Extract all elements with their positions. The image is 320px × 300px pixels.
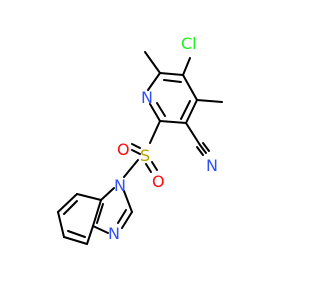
- bond-triple-c: [196, 146, 204, 156]
- bond-s-o-right-b: [145, 163, 152, 173]
- bond-n-c6: [147, 72, 161, 91]
- bond-c7-c6-inner: [63, 200, 78, 215]
- bond-c6-c5: [159, 72, 184, 76]
- atom-n-pyridine: N: [141, 88, 153, 107]
- bond-methyl-4: [196, 99, 223, 103]
- atom-s: S: [140, 146, 150, 165]
- bond-triple-b: [202, 142, 210, 152]
- bond-s-o-right-a: [151, 161, 158, 171]
- bond-c4-c3-inner: [180, 100, 191, 120]
- bond-c6-c5: [57, 211, 65, 238]
- bond-methyl-6: [144, 51, 161, 74]
- atom-o-left: O: [117, 140, 130, 159]
- bonds: [57, 51, 223, 245]
- bond-c5-c4-inner: [67, 230, 86, 238]
- bond-c2-n3-inner: [117, 209, 127, 224]
- bond-c5-cl: [182, 57, 191, 76]
- bond-s-n1: [123, 159, 139, 178]
- bond-s-o-left-a: [131, 143, 141, 149]
- bond-c3a-c7a: [92, 199, 102, 227]
- atom-n-nitrile: N: [206, 156, 218, 175]
- atom-o-right: O: [152, 172, 165, 191]
- bond-c5-c4: [182, 74, 198, 101]
- bond-c6-c5-inner: [163, 79, 182, 83]
- bond-triple-a: [199, 144, 207, 154]
- bond-n1-c2: [123, 190, 133, 213]
- atom-n-imidazole-3: N: [108, 224, 120, 243]
- bond-c3-cn: [185, 122, 201, 146]
- bond-c3-c2: [159, 120, 187, 124]
- structure-canvas: N Cl N S O O N N: [57, 34, 223, 245]
- bond-c7a-n1: [100, 187, 115, 201]
- atom-n-imidazole-1: N: [114, 176, 126, 195]
- bond-c7-c6: [57, 193, 78, 213]
- molecule-structure: N Cl N S O O N N: [57, 34, 223, 245]
- bond-c7a-c7: [76, 193, 102, 201]
- bond-c4-c3: [185, 99, 198, 124]
- bond-c2-n-inner: [156, 102, 166, 117]
- bond-c2-s: [149, 120, 161, 144]
- bond-c5-c4: [63, 236, 88, 245]
- bond-c4-c3a: [86, 225, 94, 245]
- bond-n3-c3a: [92, 225, 109, 234]
- atom-cl: Cl: [181, 34, 197, 53]
- bond-c3a-c7a-inner: [96, 203, 104, 224]
- bond-c2-n: [149, 103, 161, 122]
- bond-c2-n3: [121, 211, 133, 229]
- bond-s-o-left-b: [131, 149, 141, 155]
- atom-labels: N Cl N S O O N N: [108, 34, 218, 243]
